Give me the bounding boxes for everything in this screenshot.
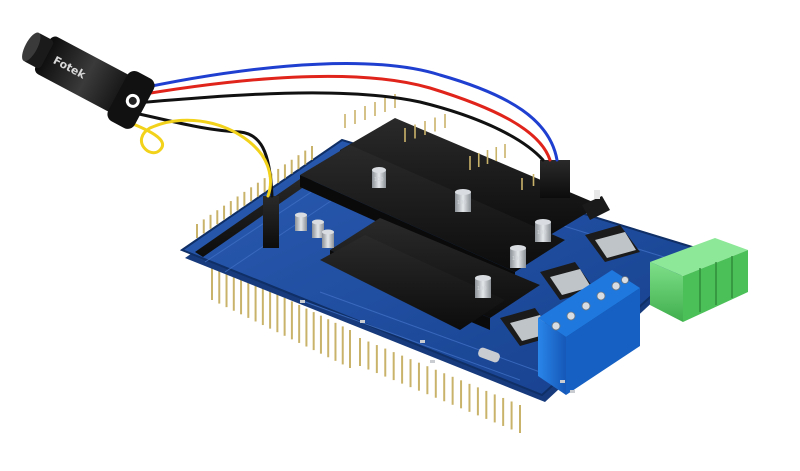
smd-components — [300, 300, 575, 393]
bottom-pin-rows — [211, 262, 521, 433]
svg-text:100: 100 — [374, 177, 384, 183]
wire-connector-right — [540, 160, 570, 198]
capacitor: 100 — [510, 245, 526, 268]
capacitor: 100 — [455, 189, 471, 212]
capacitor: 100 — [372, 167, 386, 188]
capacitor-group: 100 100 100 100 100 — [295, 167, 551, 298]
crystal-component — [478, 347, 500, 363]
sensor-wires — [108, 62, 559, 198]
capacitor: 100 — [535, 219, 551, 242]
green-power-connector — [650, 238, 748, 322]
svg-text:100: 100 — [477, 286, 487, 292]
capacitor — [295, 212, 307, 231]
svg-text:100: 100 — [457, 200, 467, 206]
capacitor — [322, 229, 334, 248]
svg-text:100: 100 — [537, 230, 547, 236]
wire-connector-left — [263, 196, 279, 248]
mosfet — [585, 225, 640, 262]
proximity-sensor: Fotek — [22, 32, 155, 129]
svg-text:100: 100 — [512, 256, 522, 262]
driver-socket-row-lower — [320, 235, 505, 330]
socket-pins — [344, 94, 546, 190]
small-button — [582, 190, 610, 220]
screw-terminal-block — [538, 270, 640, 395]
capacitor — [312, 219, 324, 238]
capacitor: 100 — [475, 275, 491, 298]
